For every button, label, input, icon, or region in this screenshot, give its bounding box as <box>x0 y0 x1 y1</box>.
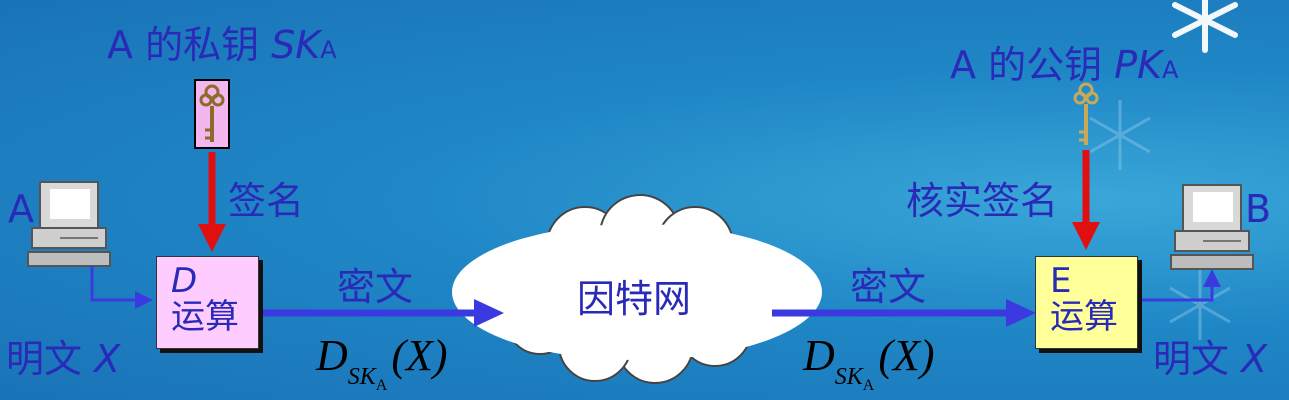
host-b-label: B <box>1245 187 1272 231</box>
formula-left-subsub: A <box>375 377 388 394</box>
formula-left: DSKA(X) <box>316 330 448 394</box>
e-operation-box: E 运算 <box>1035 256 1138 349</box>
private-key-sub: A <box>320 36 337 64</box>
plaintext-right: 明文 X <box>1153 328 1267 383</box>
sign-arrow <box>198 152 226 252</box>
d-operation-box: D 运算 <box>156 256 259 349</box>
public-key-icon <box>1073 82 1099 145</box>
computer-a-icon <box>27 181 111 267</box>
formula-left-sub: SK <box>347 364 376 390</box>
verify-arrow <box>1072 150 1100 250</box>
public-key-sub: A <box>1162 56 1179 84</box>
private-key-prefix: A 的私钥 <box>107 23 272 67</box>
computer-b-icon <box>1170 184 1254 270</box>
snowflake-icon <box>1172 0 1238 53</box>
internet-cloud <box>452 194 822 384</box>
plaintext-right-var: X <box>1241 337 1268 381</box>
private-key-icon <box>194 79 230 149</box>
cipher-arrow-left <box>262 299 504 327</box>
plaintext-right-text: 明文 <box>1153 337 1242 381</box>
cipher-arrow-right <box>772 299 1036 327</box>
d-box-symbol: D <box>171 261 198 301</box>
private-key-name: SK <box>271 23 321 67</box>
internet-label: 因特网 <box>577 277 692 321</box>
formula-right-subsub: A <box>862 377 875 394</box>
formula-right-arg: (X) <box>878 331 935 380</box>
formula-right-sub: SK <box>834 364 863 390</box>
public-key-prefix: A 的公钥 <box>950 43 1115 87</box>
host-a-label: A <box>8 187 34 231</box>
plaintext-left: 明文 X <box>6 328 120 383</box>
public-key-label: A 的公钥 PKA <box>950 34 1178 89</box>
sign-label: 签名 <box>228 179 305 223</box>
plaintext-output-connector <box>1140 269 1221 302</box>
verify-label: 核实签名 <box>906 179 1059 223</box>
formula-left-d: D <box>316 331 348 380</box>
plaintext-input-connector <box>90 266 153 309</box>
faint-snowflake-icon <box>1089 100 1231 340</box>
plaintext-left-var: X <box>94 337 121 381</box>
e-box-symbol: E <box>1050 261 1072 301</box>
plaintext-left-text: 明文 <box>6 337 95 381</box>
d-box-label: 运算 <box>171 297 239 337</box>
formula-right: DSKA(X) <box>803 330 935 394</box>
ciphertext-label-left: 密文 <box>337 265 414 309</box>
formula-left-arg: (X) <box>391 331 448 380</box>
formula-right-d: D <box>803 331 835 380</box>
ciphertext-label-right: 密文 <box>850 265 927 309</box>
e-box-label: 运算 <box>1050 297 1118 337</box>
private-key-label: A 的私钥 SKA <box>107 14 337 69</box>
public-key-name: PK <box>1114 43 1162 87</box>
